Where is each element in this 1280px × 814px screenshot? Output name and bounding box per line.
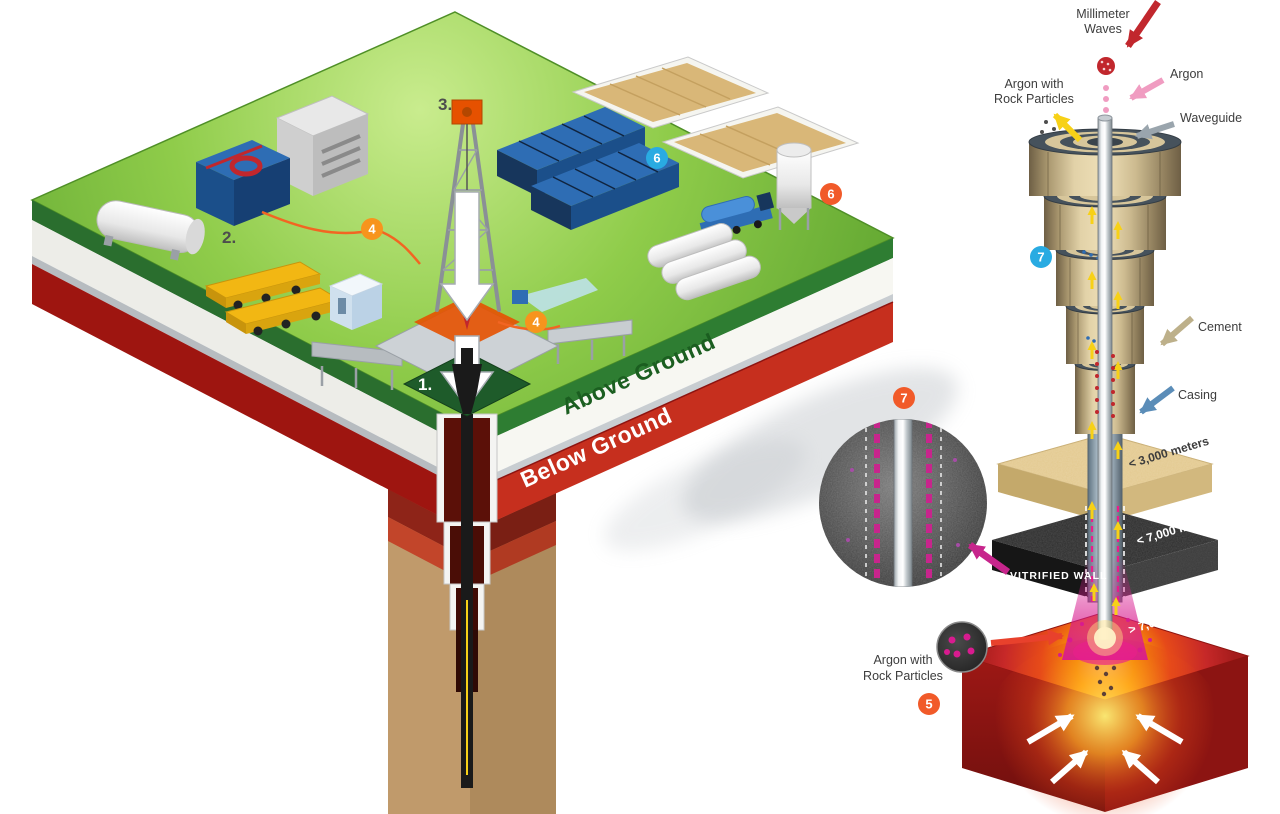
coiled-tubing-unit xyxy=(196,140,290,226)
sand-pond-2 xyxy=(661,106,860,179)
rock-particle-dots xyxy=(1095,350,1115,418)
storage-tank xyxy=(96,200,205,261)
down-arrow-rig-icon xyxy=(439,191,495,330)
vitrified-wall-inset xyxy=(819,419,987,587)
badge-4-b: 4 xyxy=(525,311,547,333)
argon-rock-top-label-1: Argon with xyxy=(1004,77,1063,91)
walkway-left xyxy=(311,341,403,390)
step-1-label: 1. xyxy=(418,375,432,394)
badge-7-red-label: 7 xyxy=(900,391,907,406)
argon-rock-bottom-label-2: Rock Particles xyxy=(863,669,943,683)
argon-ball-icon xyxy=(1097,57,1115,75)
step-3-label: 3. xyxy=(438,95,452,114)
platform-shadow-2 xyxy=(604,439,806,551)
millimeter-waves-arrow-icon xyxy=(1125,0,1161,48)
drill-bit xyxy=(452,348,482,414)
badge-7-red: 7 xyxy=(893,387,915,409)
argon-rock-top-arrow-icon xyxy=(1052,112,1083,143)
ground-platform xyxy=(30,11,895,532)
soil-column xyxy=(388,489,556,814)
sand-pond-1 xyxy=(571,56,770,129)
silo xyxy=(776,142,812,230)
magma-arrow-icon xyxy=(1050,749,1089,785)
millimeter-waves-label-2: Waves xyxy=(1084,22,1122,36)
argon-dot xyxy=(1103,96,1109,102)
badge-6-teal: 6 xyxy=(646,147,668,169)
badge-4-a-label: 4 xyxy=(368,222,376,237)
magma-arrow-icon xyxy=(1121,749,1160,785)
badge-4-a: 4 xyxy=(361,218,383,240)
rock-dot xyxy=(1044,120,1048,124)
rock-particle-inset xyxy=(936,621,988,673)
badge-7-blue-label: 7 xyxy=(1037,250,1044,265)
magma-arrow-icon xyxy=(1026,713,1075,745)
pump-bank-row-2 xyxy=(531,143,679,230)
rock-dot xyxy=(1052,127,1056,131)
cable-1 xyxy=(261,210,363,235)
step-2-label: 2. xyxy=(222,228,236,247)
particle-inset-arrow-icon xyxy=(990,629,1064,646)
tank-cluster xyxy=(647,223,761,301)
magma-arrow-icon xyxy=(1135,713,1184,745)
badge-6-red-label: 6 xyxy=(827,187,834,202)
casing-arrow-icon xyxy=(1139,385,1175,415)
shed xyxy=(328,273,384,330)
argon-dot xyxy=(1103,107,1109,113)
borehole-cross-section xyxy=(436,413,498,788)
argon-label: Argon xyxy=(1170,67,1203,81)
badge-6-teal-label: 6 xyxy=(653,151,660,166)
vitrified-wall-arrow-icon xyxy=(967,542,1011,575)
argon-arrow-icon xyxy=(1129,77,1165,101)
water-spray xyxy=(512,278,598,312)
millimeter-waves-label-1: Millimeter xyxy=(1076,7,1129,21)
badge-7-blue: 7 xyxy=(1030,246,1052,268)
badge-5-label: 5 xyxy=(925,697,932,712)
pump-trucks xyxy=(204,261,342,336)
badge-5: 5 xyxy=(918,693,940,715)
rock-dot xyxy=(1040,130,1044,134)
badge-4-b-label: 4 xyxy=(532,315,540,330)
argon-rock-bottom-label-1: Argon with xyxy=(873,653,932,667)
borehole-detail: VITRIFIED WALL < 3,000 meters < 7,000 me… xyxy=(819,0,1250,814)
argon-rock-top-label-2: Rock Particles xyxy=(994,92,1074,106)
vitrified-wall-label: VITRIFIED WALL xyxy=(1010,570,1107,582)
waveguide-arrow-icon xyxy=(1135,121,1175,140)
site-overview: Above Ground Below Ground xyxy=(30,11,958,814)
badge-6-red: 6 xyxy=(820,183,842,205)
cement-label: Cement xyxy=(1198,320,1242,334)
casing-label: Casing xyxy=(1178,388,1217,402)
argon-dot xyxy=(1103,85,1109,91)
magma-layer xyxy=(960,611,1250,814)
waveguide-label: Waveguide xyxy=(1180,111,1242,125)
waveguide-tube xyxy=(1087,114,1123,656)
walkway-right xyxy=(547,319,633,364)
cement-arrow-icon xyxy=(1160,315,1194,347)
cable-2 xyxy=(381,230,421,265)
